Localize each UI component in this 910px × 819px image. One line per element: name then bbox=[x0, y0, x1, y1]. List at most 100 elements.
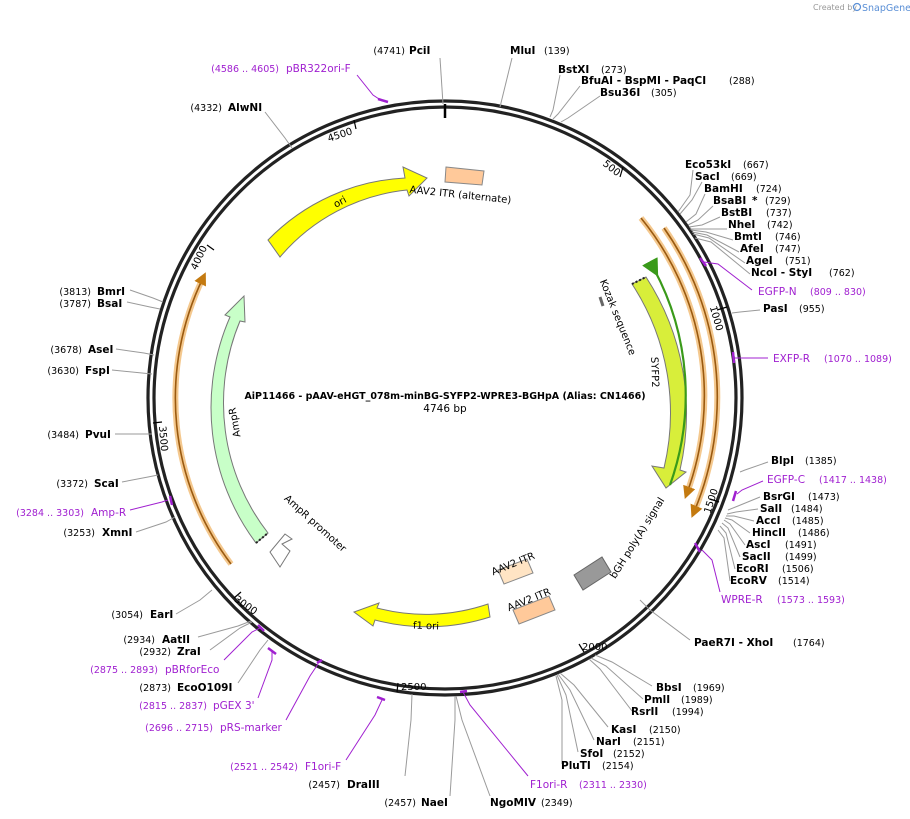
primer-prs-marker[interactable]: (2696 .. 2715) pRS-marker bbox=[145, 658, 323, 734]
enzyme-xmni[interactable]: (3253) XmnI bbox=[63, 516, 176, 539]
enzyme-blpi[interactable]: BlpI (1385) bbox=[739, 455, 837, 473]
enzyme-pluti[interactable]: PluTI (2154) bbox=[555, 675, 634, 772]
enzyme-sacii[interactable]: SacII (1499) bbox=[721, 522, 817, 563]
svg-text:(1070 .. 1089): (1070 .. 1089) bbox=[824, 354, 892, 365]
primer-pgex-3[interactable]: (2815 .. 2837) pGEX 3' bbox=[139, 647, 277, 712]
enzyme-mlui[interactable]: MluI (139) bbox=[499, 45, 570, 108]
svg-text:(1417 .. 1438): (1417 .. 1438) bbox=[819, 475, 887, 486]
svg-text:AgeI: AgeI bbox=[746, 255, 773, 267]
enzyme-rsrii[interactable]: RsrII (1994) bbox=[588, 658, 704, 718]
feature-ampr-promoter[interactable]: AmpR promoter bbox=[269, 493, 349, 568]
enzyme-paer7i[interactable]: PaeR7I - XhoI (1764) bbox=[639, 599, 825, 649]
enzyme-ecorv[interactable]: EcoRV (1514) bbox=[717, 529, 810, 587]
enzyme-agei[interactable]: AgeI (751) bbox=[692, 233, 811, 267]
enzyme-bsrgi[interactable]: BsrGI (1473) bbox=[727, 491, 840, 511]
enzyme-bsai[interactable]: (3787) BsaI bbox=[59, 298, 161, 310]
feature-ori[interactable]: ori bbox=[267, 166, 428, 258]
enzyme-bmri[interactable]: (3813) BmrI bbox=[59, 286, 164, 303]
feature-aav2-itr-2[interactable]: AAV2 ITR bbox=[506, 587, 556, 625]
enzyme-eari[interactable]: (3054) EarI bbox=[111, 589, 213, 621]
feature-label-ampr: AmpR bbox=[227, 407, 243, 438]
enzyme-ecori[interactable]: EcoRI (1506) bbox=[719, 525, 814, 575]
enzyme-scai[interactable]: (3372) ScaI bbox=[56, 474, 159, 490]
enzyme-bfuai[interactable]: BfuAI - BspMI - PaqCI (288) bbox=[552, 75, 755, 120]
enzyme-bmti[interactable]: BmtI (746) bbox=[690, 229, 801, 243]
feature-aav2-itr-alternate[interactable]: AAV2 ITR (alternate) bbox=[409, 166, 512, 206]
svg-text:(139): (139) bbox=[544, 46, 570, 57]
primer-egfp-n[interactable]: EGFP-N (809 .. 830) bbox=[699, 257, 866, 298]
enzyme-nhei[interactable]: NheI (742) bbox=[690, 219, 793, 231]
enzyme-draiii[interactable]: (2457) DraIII bbox=[308, 693, 413, 791]
feature-syfp2[interactable]: SYFP2 bbox=[631, 276, 688, 489]
svg-text:(4741): (4741) bbox=[373, 46, 405, 57]
enzyme-acci[interactable]: AccI (1485) bbox=[726, 515, 824, 527]
enzyme-saci[interactable]: SacI (669) bbox=[679, 171, 757, 215]
enzyme-ngomiv[interactable]: NgoMIV (2349) bbox=[455, 695, 573, 809]
feature-label-ampr-promoter: AmpR promoter bbox=[282, 493, 349, 555]
plasmid-size: 4746 bp bbox=[423, 403, 467, 415]
enzyme-asci[interactable]: AscI (1491) bbox=[723, 519, 817, 551]
svg-text:MluI: MluI bbox=[510, 45, 535, 57]
enzyme-bamhi[interactable]: BamHI (724) bbox=[685, 183, 782, 223]
enzyme-bsu36i[interactable]: Bsu36I (305) bbox=[560, 87, 677, 123]
svg-text:(2349): (2349) bbox=[541, 798, 573, 809]
primer-pbr322ori-f[interactable]: (4586 .. 4605) pBR322ori-F bbox=[211, 63, 389, 104]
svg-text:pBRforEco: pBRforEco bbox=[165, 664, 219, 676]
svg-text:(1573 .. 1593): (1573 .. 1593) bbox=[777, 595, 845, 606]
tick-3000 bbox=[233, 591, 242, 599]
enzyme-aatii[interactable]: (2934) AatII bbox=[123, 620, 252, 646]
feature-aav2-itr-1[interactable]: AAV2 ITR bbox=[490, 551, 537, 585]
enzyme-hincii[interactable]: HincII (1486) bbox=[724, 517, 830, 539]
enzyme-naei[interactable]: (2457) NaeI bbox=[384, 696, 456, 809]
enzyme-bstbi[interactable]: BstBI (737) bbox=[688, 207, 792, 228]
enzyme-sali[interactable]: SalI (1484) bbox=[726, 503, 823, 515]
svg-text:BlpI: BlpI bbox=[771, 455, 794, 467]
primer-wpre-r[interactable]: WPRE-R (1573 .. 1593) bbox=[693, 542, 845, 606]
feature-strand-orange-left bbox=[174, 272, 232, 565]
svg-text:BbsI: BbsI bbox=[656, 682, 682, 694]
svg-text:(273): (273) bbox=[601, 65, 627, 76]
enzyme-ncoi[interactable]: NcoI - StyI (762) bbox=[694, 237, 855, 279]
enzyme-pasi[interactable]: PasI (955) bbox=[731, 303, 825, 315]
svg-text:(747): (747) bbox=[775, 244, 801, 255]
enzyme-bbsi[interactable]: BbsI (1969) bbox=[594, 654, 725, 694]
enzyme-afei[interactable]: AfeI (747) bbox=[691, 231, 801, 255]
feature-bgh-polya-signal[interactable]: bGH poly(A) signal bbox=[573, 496, 667, 591]
feature-kozak-sequence[interactable]: Kozak sequence bbox=[597, 278, 637, 357]
enzyme-eco0109i[interactable]: (2873) EcoO109I bbox=[139, 639, 269, 694]
svg-text:AatII: AatII bbox=[162, 634, 190, 646]
svg-text:(1473): (1473) bbox=[808, 492, 840, 503]
svg-text:(746): (746) bbox=[775, 232, 801, 243]
enzyme-bstxi[interactable]: BstXI (273) bbox=[549, 64, 627, 118]
tick-4000 bbox=[206, 244, 215, 251]
primer-amp-r[interactable]: (3284 .. 3303) Amp-R bbox=[16, 495, 174, 519]
svg-text:AscI: AscI bbox=[746, 539, 771, 551]
enzyme-sfoi[interactable]: SfoI (2152) bbox=[556, 674, 645, 760]
svg-text:AccI: AccI bbox=[756, 515, 780, 527]
enzyme-bsabi[interactable]: BsaBI * (729) bbox=[687, 195, 791, 226]
enzyme-eco53ki[interactable]: Eco53kI (667) bbox=[677, 159, 769, 213]
enzyme-pcii[interactable]: (4741) PciI bbox=[373, 45, 444, 105]
primer-f1ori-r[interactable]: F1ori-R (2311 .. 2330) bbox=[459, 689, 647, 791]
feature-label-syfp2: SYFP2 bbox=[648, 357, 660, 388]
primer-exfp-r[interactable]: EXFP-R (1070 .. 1089) bbox=[731, 351, 892, 365]
svg-text:PciI: PciI bbox=[409, 45, 430, 57]
enzyme-kasi[interactable]: KasI (2150) bbox=[559, 672, 681, 736]
svg-text:*: * bbox=[752, 195, 758, 207]
enzyme-pvui[interactable]: (3484) PvuI bbox=[47, 429, 152, 441]
enzyme-nari[interactable]: NarI (2151) bbox=[557, 673, 665, 748]
svg-text:(3678): (3678) bbox=[50, 345, 82, 356]
primer-pbrforeco[interactable]: (2875 .. 2893) pBRforEco bbox=[90, 624, 265, 676]
svg-text:(1994): (1994) bbox=[672, 707, 704, 718]
svg-text:(2696 .. 2715): (2696 .. 2715) bbox=[145, 723, 213, 734]
primer-f1ori-f[interactable]: (2521 .. 2542) F1ori-F bbox=[230, 695, 386, 773]
svg-text:WPRE-R: WPRE-R bbox=[721, 594, 763, 606]
feature-ampr[interactable]: AmpR bbox=[210, 294, 269, 544]
enzyme-zrai[interactable]: (2932) ZraI bbox=[139, 621, 253, 658]
enzyme-fspi[interactable]: (3630) FspI bbox=[47, 365, 153, 377]
primer-egfp-c[interactable]: EGFP-C (1417 .. 1438) bbox=[731, 474, 887, 502]
feature-f1-ori[interactable]: f1 ori bbox=[352, 602, 491, 632]
enzyme-pmli[interactable]: PmlI (1989) bbox=[590, 657, 713, 706]
enzyme-asei[interactable]: (3678) AseI bbox=[50, 344, 155, 356]
enzyme-alwni[interactable]: (4332) AlwNI bbox=[190, 102, 293, 149]
